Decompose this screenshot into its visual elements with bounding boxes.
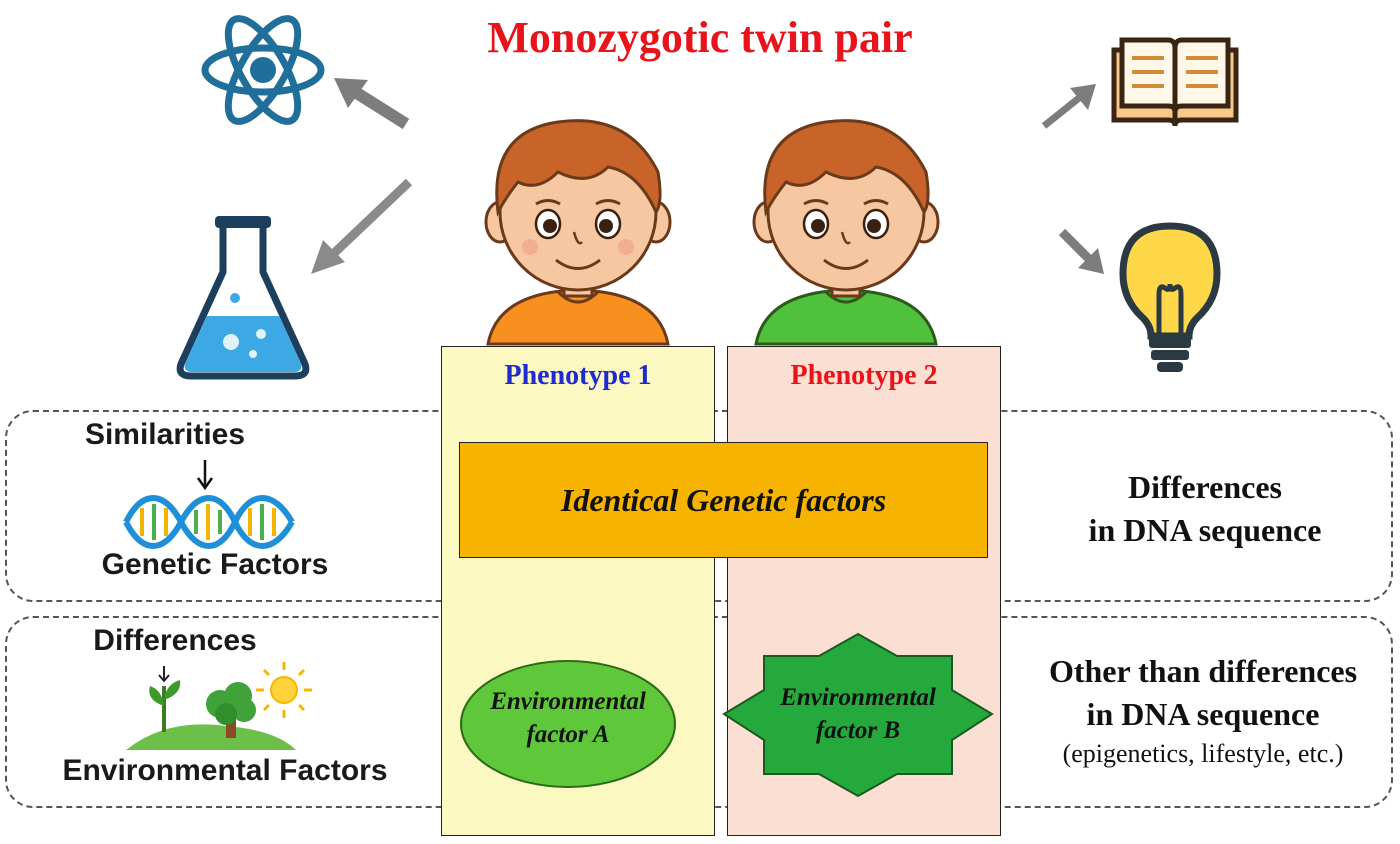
phenotype-1-label: Phenotype 1 (504, 360, 652, 391)
factor-b-line-1: Environmental (780, 684, 936, 711)
environment-right-label: Other than differences in DNA sequence (… (1008, 650, 1398, 773)
environment-right-line-2: in DNA sequence (1086, 696, 1320, 733)
environment-right-note: (epigenetics, lifestyle, etc.) (1062, 739, 1344, 769)
phenotype-2-label: Phenotype 2 (790, 360, 938, 391)
arrow-to-book-icon (1041, 84, 1096, 129)
similarities-heading: Similarities (84, 418, 246, 451)
arrow-to-flask-icon (311, 178, 413, 274)
boy-orange-shirt (484, 119, 672, 346)
flask-icon (176, 216, 310, 380)
factor-b-line-2: factor B (815, 716, 901, 744)
environmental-factor-b-label: Environmental factor B (748, 682, 968, 747)
diagram-title: Monozygotic twin pair (487, 13, 913, 62)
factor-a-line-1: Environmental (490, 688, 646, 715)
genetic-factors-caption: Genetic Factors (101, 548, 329, 581)
arrow-to-light-bulb-icon (1058, 228, 1104, 274)
environmental-factor-b-star (722, 632, 994, 798)
down-arrow-icon (196, 460, 214, 491)
genetic-right-line-1: Differences (1128, 469, 1282, 505)
dna-icon (123, 495, 295, 549)
plant-tree-sun-icon (126, 662, 312, 750)
differences-heading: Differences (93, 624, 257, 657)
boy-green-shirt (752, 119, 940, 346)
atom-icon (201, 15, 325, 125)
environmental-factor-a-label: Environmental factor A (458, 686, 678, 751)
environmental-factors-caption: Environmental Factors (62, 754, 388, 787)
environment-right-line-1: Other than differences (1048, 653, 1358, 689)
factor-a-line-2: factor A (526, 720, 610, 748)
arrow-to-atom-icon (334, 78, 410, 130)
genetic-right-line-2: in DNA sequence (1088, 512, 1322, 549)
light-bulb-icon (1119, 222, 1221, 372)
identical-genetic-factors-box: Identical Genetic factors (459, 442, 988, 558)
book-icon (1111, 37, 1239, 127)
environmental-factor-a-ellipse (460, 660, 676, 788)
genetic-right-label: Differences in DNA sequence (1030, 466, 1380, 552)
